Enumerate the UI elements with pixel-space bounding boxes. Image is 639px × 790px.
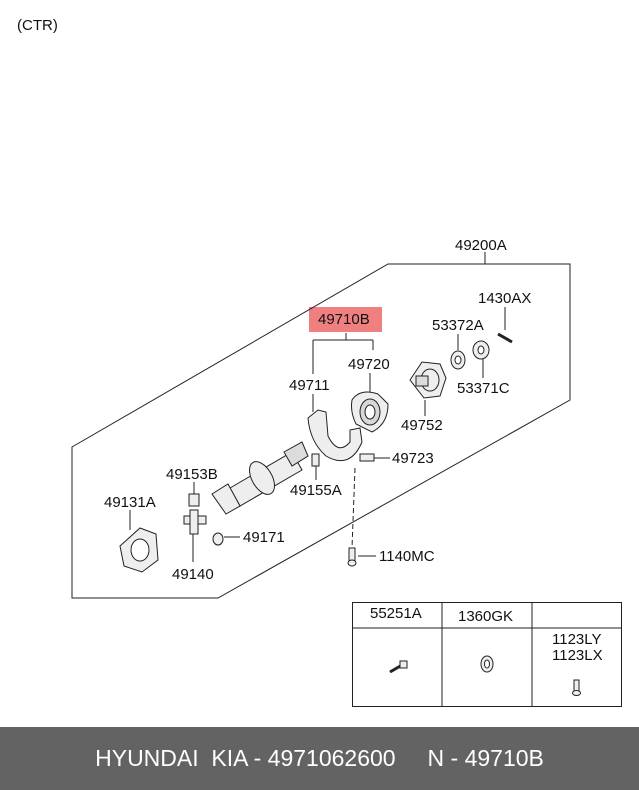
part-label-1140mc[interactable]: 1140MC	[379, 548, 435, 565]
flange-yoke-49131a	[119, 527, 159, 573]
footer-bar: HYUNDAI KIA - 4971062600 N - 49710B	[0, 727, 639, 790]
fitting-49153b	[188, 493, 200, 507]
flange-yoke-49752	[409, 361, 447, 399]
part-label-49153b[interactable]: 49153B	[166, 466, 218, 483]
bracket-49711	[307, 409, 363, 462]
part-label-49171[interactable]: 49171	[243, 529, 285, 546]
part-label-53372a[interactable]: 53372A	[432, 317, 484, 334]
center-bearing-49720	[351, 391, 389, 433]
universal-joint-49140	[183, 509, 207, 535]
footer-part-number: HYUNDAI KIA - 4971062600 N - 49710B	[95, 745, 544, 771]
bolt-1123ly-icon	[572, 679, 581, 696]
part-label-53371c[interactable]: 53371C	[457, 380, 510, 397]
variant-label: (CTR)	[17, 17, 58, 34]
legend-col-1123lx: 1123LX	[552, 647, 603, 664]
snap-ring-49171	[212, 532, 224, 546]
part-label-49720[interactable]: 49720	[348, 356, 390, 373]
legend-col-1123ly: 1123LY	[552, 631, 602, 648]
propeller-shaft	[211, 441, 309, 515]
fastener-legend-table	[352, 602, 622, 707]
part-label-49131a[interactable]: 49131A	[104, 494, 156, 511]
part-label-49711[interactable]: 49711	[289, 377, 330, 394]
legend-col-1360gk: 1360GK	[458, 608, 514, 625]
part-label-49140[interactable]: 49140	[172, 566, 214, 583]
assembly-boundary	[71, 263, 571, 599]
bolt-55251a-icon	[389, 660, 408, 674]
fitting-49155a	[311, 453, 320, 467]
ring-1360gk-icon	[480, 655, 494, 673]
part-label-49155a[interactable]: 49155A	[290, 482, 342, 499]
pin-1430ax	[497, 332, 513, 344]
part-label-1430ax[interactable]: 1430AX	[478, 290, 532, 307]
part-label-49710b[interactable]: 49710B	[318, 311, 370, 328]
bolt-1140mc	[347, 547, 357, 567]
part-label-49200a[interactable]: 49200A	[455, 237, 507, 254]
part-label-49723[interactable]: 49723	[392, 450, 434, 467]
exploded-parts-diagram	[71, 252, 571, 599]
bolt-49723	[359, 453, 375, 462]
highlighted-part-box	[309, 307, 382, 332]
legend-col-55251a: 55251A	[370, 605, 422, 622]
part-label-49752[interactable]: 49752	[401, 417, 443, 434]
